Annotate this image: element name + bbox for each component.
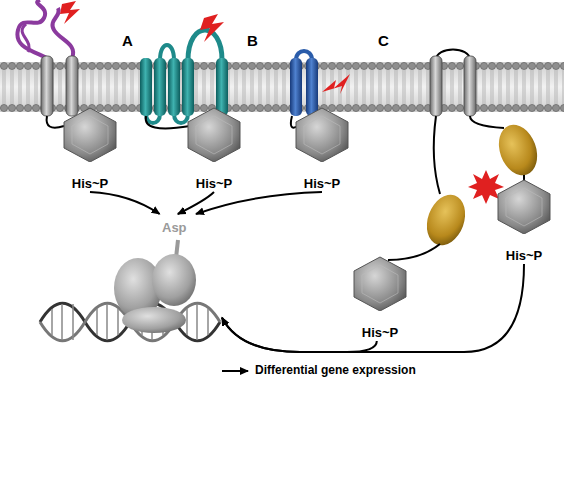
response-regulator: Asp <box>92 214 222 336</box>
histidine-kinase: His~P <box>492 178 556 264</box>
phospho-label: His~P <box>72 176 109 192</box>
panel-letter: C <box>378 32 389 49</box>
phospho-label: His~P <box>506 248 543 264</box>
panel-letter: B <box>247 32 258 49</box>
residue-label: Asp <box>92 220 187 236</box>
phosphotransfer-arrow <box>196 192 322 214</box>
phosphotransfer-arrow <box>222 318 377 352</box>
histidine-kinase: His~P <box>348 255 412 341</box>
histidine-kinase: His~P <box>58 106 122 192</box>
kinase-hexagon <box>496 178 552 234</box>
outcome-label: Differential gene expression <box>255 363 416 377</box>
kinase-hexagon <box>352 255 408 311</box>
phospho-label: His~P <box>362 325 399 341</box>
response-regulator <box>92 236 222 336</box>
phosphotransfer-arrow <box>90 192 160 214</box>
histidine-kinase: His~P <box>182 106 246 192</box>
kinase-hexagon <box>62 106 118 162</box>
phospho-label: His~P <box>196 176 233 192</box>
phospho-label: His~P <box>304 176 341 192</box>
histidine-kinase: His~P <box>290 106 354 192</box>
kinase-hexagon <box>186 106 242 162</box>
panel-letter: A <box>122 32 133 49</box>
kinase-hexagon <box>294 106 350 162</box>
